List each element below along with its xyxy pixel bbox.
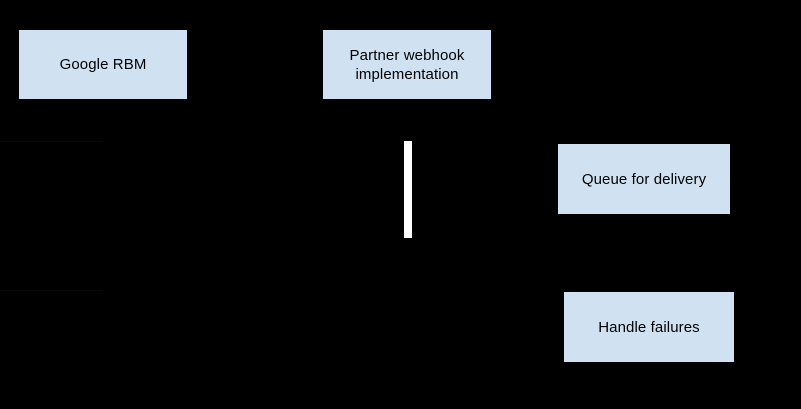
node-google-rbm[interactable]: Google RBM [19, 30, 187, 99]
node-queue-for-delivery[interactable]: Queue for delivery [558, 144, 730, 214]
connector-vertical-bar [404, 141, 412, 238]
node-partner-webhook[interactable]: Partner webhook implementation [323, 30, 491, 99]
faint-rule-upper [0, 141, 103, 142]
faint-rule-lower [0, 290, 103, 291]
node-handle-failures[interactable]: Handle failures [564, 292, 734, 362]
